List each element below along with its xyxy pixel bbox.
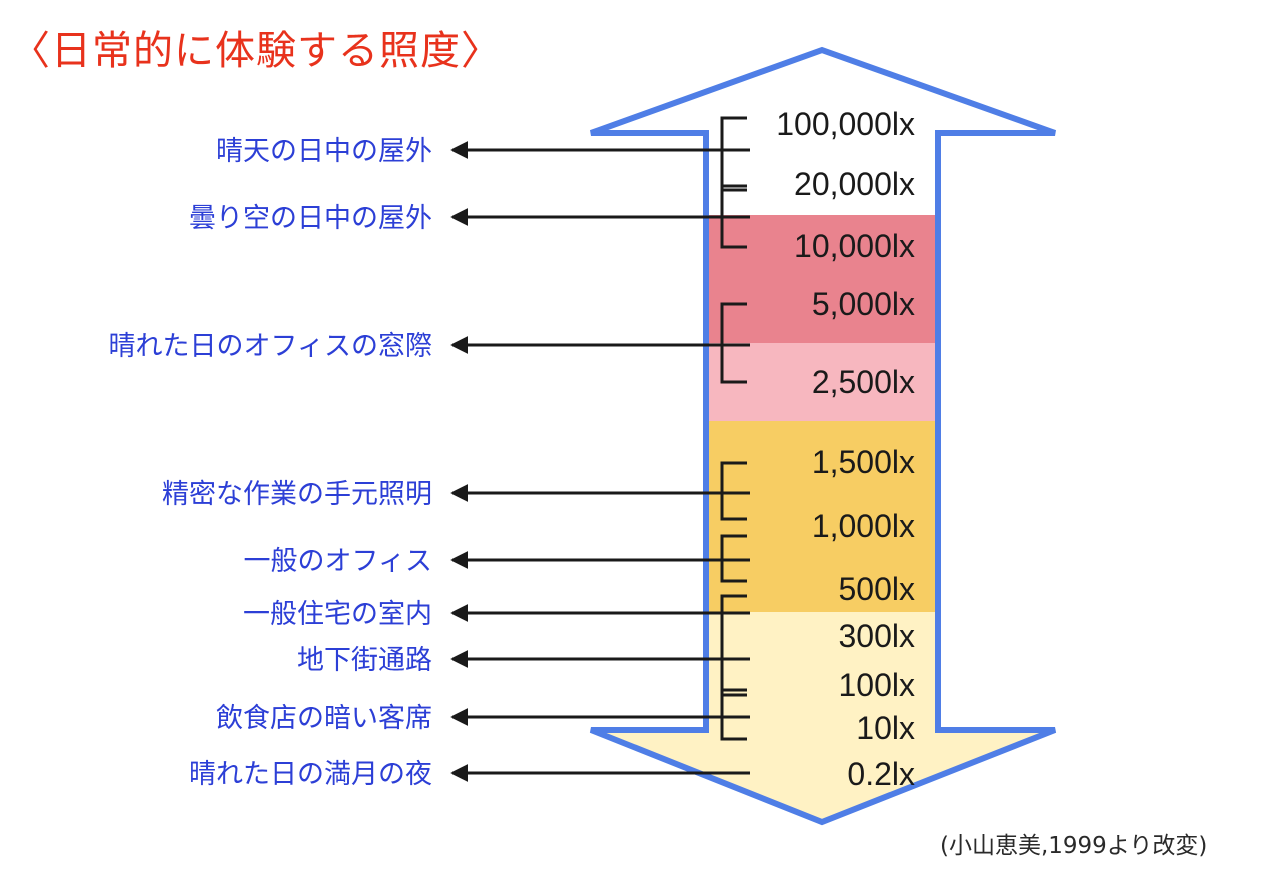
range-bracket: [720, 461, 747, 521]
situation-label: 地下街通路: [297, 645, 432, 676]
lux-label: 100lx: [839, 667, 916, 703]
color-bands: [591, 50, 1055, 822]
lux-labels: 100,000lx 20,000lx 10,000lx 5,000lx 2,500lx 1…: [776, 106, 915, 792]
lux-label: 20,000lx: [794, 166, 915, 202]
situation-label: 一般のオフィス: [244, 546, 432, 577]
situation-label: 曇り空の日中の屋外: [189, 203, 432, 234]
situation-label: 飲食店の暗い客席: [216, 703, 432, 734]
lux-label: 0.2lx: [847, 756, 915, 792]
band-cream: [591, 612, 1055, 822]
double-arrow-outline: [589, 46, 1057, 826]
range-bracket: [720, 594, 747, 697]
diagram-title: 〈日常的に体験する照度〉: [10, 28, 502, 74]
lux-label: 1,500lx: [812, 444, 915, 480]
situation-label: 晴天の日中の屋外: [216, 136, 432, 167]
situation-label: 一般住宅の室内: [243, 599, 432, 630]
situation-label: 晴れた日のオフィスの窓際: [109, 331, 432, 362]
lux-label: 500lx: [839, 571, 916, 607]
lux-label: 100,000lx: [776, 106, 915, 142]
lux-label: 300lx: [839, 618, 916, 654]
pointer-arrows: [450, 141, 750, 782]
lux-label: 2,500lx: [812, 364, 915, 400]
situation-label: 晴れた日の満月の夜: [189, 759, 432, 790]
lux-label: 10lx: [856, 710, 915, 746]
situation-label: 精密な作業の手元照明: [162, 479, 432, 510]
citation: (小山恵美,1999より改変): [940, 833, 1208, 859]
situation-labels: 晴天の日中の屋外曇り空の日中の屋外晴れた日のオフィスの窓際精密な作業の手元照明一…: [109, 136, 432, 790]
lux-label: 1,000lx: [812, 508, 915, 544]
lux-label: 10,000lx: [794, 228, 915, 264]
range-bracket: [720, 688, 747, 741]
range-bracket: [720, 302, 747, 384]
range-bracket: [720, 116, 747, 192]
lux-label: 5,000lx: [812, 286, 915, 322]
